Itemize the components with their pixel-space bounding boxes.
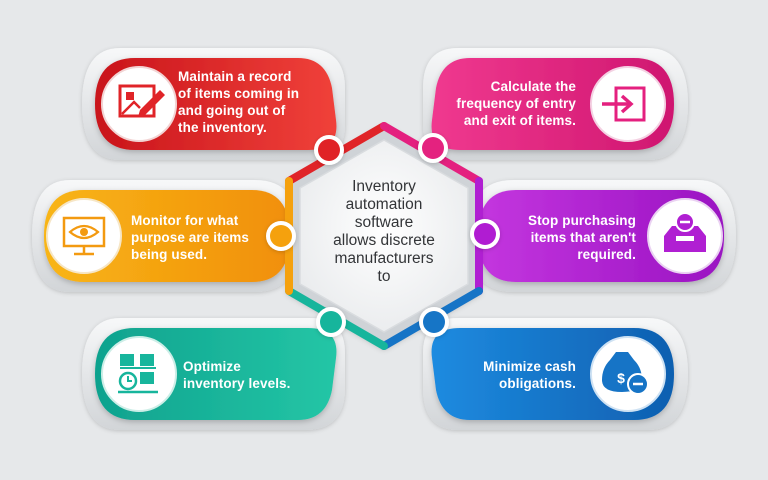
- dot-yellow: [266, 221, 296, 251]
- item-line: frequency of entry: [456, 96, 576, 111]
- item-line: being used.: [131, 247, 208, 262]
- center-line: automation: [345, 196, 423, 213]
- item-line: inventory levels.: [183, 376, 291, 391]
- item-cash-text: Minimize cash obligations.: [440, 358, 576, 392]
- item-line: Optimize: [183, 359, 241, 374]
- item-line: and going out of: [178, 103, 286, 118]
- item-stop-purchasing-text: Stop purchasing items that aren't requir…: [492, 212, 636, 263]
- center-line: to: [377, 268, 391, 285]
- center-line: software: [354, 214, 414, 231]
- inbox-stop-icon: [647, 198, 723, 274]
- hub-inner: [299, 139, 469, 333]
- svg-text:$: $: [617, 370, 625, 386]
- dot-red: [314, 135, 344, 165]
- dot-purple: [470, 219, 500, 249]
- center-line: manufacturers: [334, 250, 434, 267]
- dot-blue: [419, 307, 449, 337]
- item-line: and exit of items.: [463, 113, 576, 128]
- item-line: of items coming in: [178, 86, 300, 101]
- item-line: Stop purchasing: [527, 213, 636, 228]
- item-line: the inventory.: [178, 120, 267, 135]
- item-line: items that aren't: [530, 230, 636, 245]
- item-monitor-text: Monitor for what purpose are items being…: [131, 212, 271, 263]
- center-title: Inventory automation software allows dis…: [318, 178, 450, 286]
- edit-record-icon: [101, 66, 177, 142]
- center-line: Inventory: [352, 178, 416, 195]
- center-hub: [285, 122, 483, 350]
- item-line: Maintain a record: [178, 69, 292, 84]
- dot-pink: [418, 133, 448, 163]
- money-bag-minus-icon: $: [590, 336, 666, 412]
- center-line: allows discrete: [333, 232, 435, 249]
- item-optimize-text: Optimize inventory levels.: [183, 358, 323, 392]
- item-line: required.: [577, 247, 636, 262]
- item-line: purpose are items: [131, 230, 249, 245]
- dot-teal: [316, 307, 346, 337]
- item-line: Monitor for what: [131, 213, 239, 228]
- item-record-text: Maintain a record of items coming in and…: [178, 68, 328, 136]
- item-line: Minimize cash: [483, 359, 576, 374]
- item-line: obligations.: [499, 376, 576, 391]
- item-frequency-text: Calculate the frequency of entry and exi…: [432, 78, 576, 129]
- connector-dots: [266, 133, 500, 337]
- icon-circles: $: [46, 66, 723, 412]
- inventory-boxes-icon: [101, 336, 177, 412]
- item-line: Calculate the: [490, 79, 576, 94]
- monitor-eye-icon: [46, 198, 122, 274]
- entry-exit-icon: [590, 66, 666, 142]
